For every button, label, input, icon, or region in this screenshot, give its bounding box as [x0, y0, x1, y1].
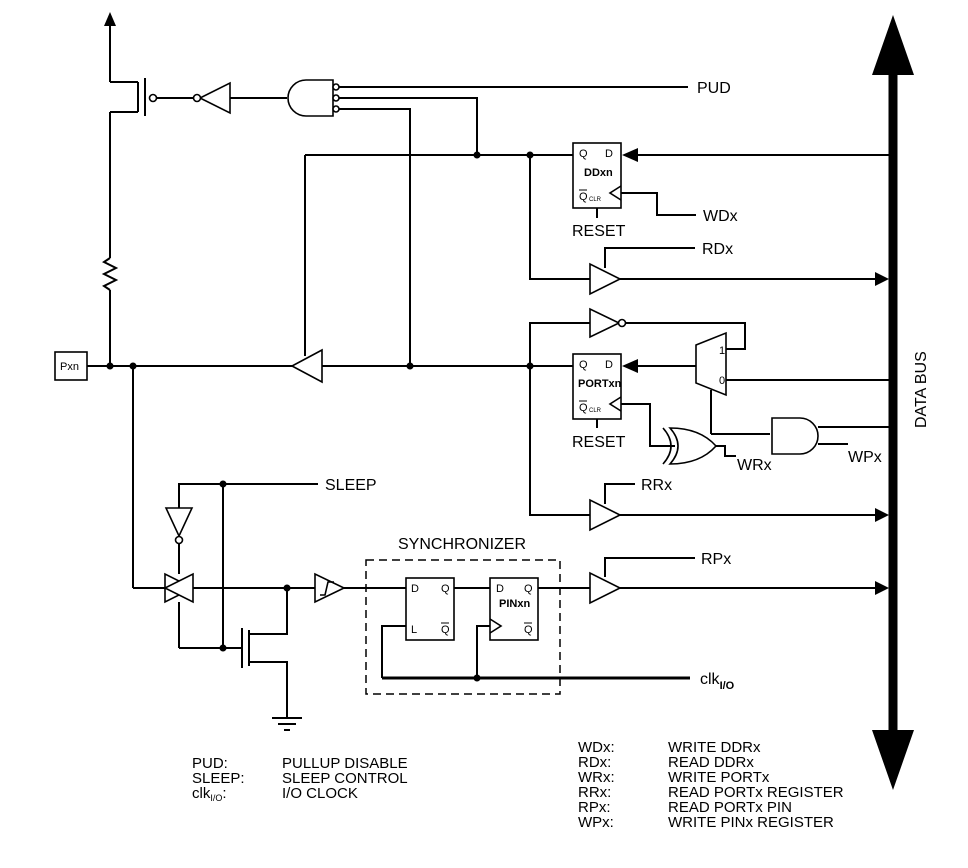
pullup-resistor	[101, 257, 119, 291]
svg-text:WDx:: WDx:	[578, 739, 615, 756]
legend-right: WDx: WRITE DDRx RDx: READ DDRx WRx: WRIT…	[578, 739, 844, 831]
sleep-inverter	[164, 507, 194, 538]
port-mux	[695, 331, 727, 397]
svg-text:clkI/O:: clkI/O:	[192, 785, 227, 803]
pinxn-label: PINxn	[499, 598, 530, 610]
wpx-and-gate	[771, 417, 819, 455]
svg-text:READ PORTx REGISTER: READ PORTx REGISTER	[668, 784, 844, 801]
pxn-pin	[54, 351, 88, 381]
wrx-or-gate	[668, 427, 718, 465]
pullup-and-gate	[287, 79, 334, 117]
pullup-section	[101, 12, 688, 366]
sleep-label: SLEEP	[325, 477, 377, 494]
svg-text:PULLUP DISABLE: PULLUP DISABLE	[282, 755, 408, 772]
svg-text:READ PORTx PIN: READ PORTx PIN	[668, 799, 792, 816]
clk-label: clkI/O	[700, 671, 735, 692]
svg-text:Q: Q	[579, 402, 588, 414]
toggle-inverter	[589, 307, 621, 339]
svg-text:CLR: CLR	[589, 197, 602, 203]
pxn-label: Pxn	[60, 361, 79, 373]
svg-text:WPx:: WPx:	[578, 814, 614, 831]
svg-text:CLR: CLR	[589, 408, 602, 414]
ddxn-d-arrow-icon	[622, 148, 638, 162]
rrx-label: RRx	[641, 477, 672, 494]
wpx-label: WPx	[848, 449, 882, 466]
svg-text:RDx:: RDx:	[578, 754, 611, 771]
pud-label: PUD	[697, 80, 731, 97]
synchronizer-box	[365, 559, 561, 695]
rrx-buffer	[589, 498, 622, 532]
legend-left: PUD: PULLUP DISABLE SLEEP: SLEEP CONTROL…	[192, 755, 408, 803]
svg-text:1: 1	[719, 345, 725, 357]
rdx-label: RDx	[702, 241, 733, 258]
svg-text:READ DDRx: READ DDRx	[668, 754, 754, 771]
ddxn-flipflop: Q D DDxn Q CLR RESET	[572, 142, 626, 240]
rdx-buffer	[589, 262, 622, 296]
svg-text:Q: Q	[441, 583, 450, 595]
rpx-bus-arrow-icon	[875, 581, 889, 595]
svg-text:Q: Q	[579, 359, 588, 371]
svg-text:SLEEP CONTROL: SLEEP CONTROL	[282, 770, 408, 787]
ddxn-label: DDxn	[584, 167, 613, 179]
data-bus-arrow-down-icon	[872, 730, 914, 790]
svg-text:D: D	[605, 359, 613, 371]
portxn-flipflop: Q D PORTxn Q CLR RESET	[572, 353, 626, 451]
svg-text:PUD:: PUD:	[192, 755, 228, 772]
rpx-buffer	[589, 571, 622, 605]
pud-inverter	[198, 81, 231, 115]
wdx-label: WDx	[703, 208, 738, 225]
svg-text:Q: Q	[524, 624, 533, 636]
rrx-bus-arrow-icon	[875, 508, 889, 522]
vcc-arrow-icon	[104, 12, 116, 26]
svg-text:SLEEP:: SLEEP:	[192, 770, 245, 787]
reset-label-ddxn: RESET	[572, 223, 626, 240]
svg-text:WRITE PINx REGISTER: WRITE PINx REGISTER	[668, 814, 834, 831]
svg-text:L: L	[411, 624, 417, 636]
reset-label-portxn: RESET	[572, 434, 626, 451]
wrx-label: WRx	[737, 457, 772, 474]
svg-text:D: D	[605, 148, 613, 160]
svg-text:D: D	[496, 583, 504, 595]
svg-text:WRITE DDRx: WRITE DDRx	[668, 739, 761, 756]
portxn-d-arrow-icon	[622, 359, 638, 373]
schmitt-trigger	[314, 572, 346, 604]
svg-text:WRITE PORTx: WRITE PORTx	[668, 769, 770, 786]
svg-text:Q: Q	[579, 191, 588, 203]
output-driver-buffer	[290, 348, 323, 384]
svg-text:Q: Q	[579, 148, 588, 160]
svg-text:WRx:: WRx:	[578, 769, 615, 786]
data-bus: DATA BUS	[872, 15, 930, 790]
svg-text:RRx:: RRx:	[578, 784, 611, 801]
svg-text:0: 0	[719, 375, 725, 387]
rdx-bus-arrow-icon	[875, 272, 889, 286]
svg-text:RPx:: RPx:	[578, 799, 611, 816]
portxn-label: PORTxn	[578, 378, 622, 390]
data-bus-arrow-up-icon	[872, 15, 914, 75]
svg-text:D: D	[411, 583, 419, 595]
svg-text:Q: Q	[524, 583, 533, 595]
pinxn-flipflop	[489, 577, 539, 641]
sync-latch	[405, 577, 455, 641]
svg-text:I/O CLOCK: I/O CLOCK	[282, 785, 358, 802]
svg-text:Q: Q	[441, 624, 450, 636]
rpx-label: RPx	[701, 551, 731, 568]
synchronizer-label: SYNCHRONIZER	[398, 536, 526, 553]
data-bus-label: DATA BUS	[913, 351, 930, 428]
